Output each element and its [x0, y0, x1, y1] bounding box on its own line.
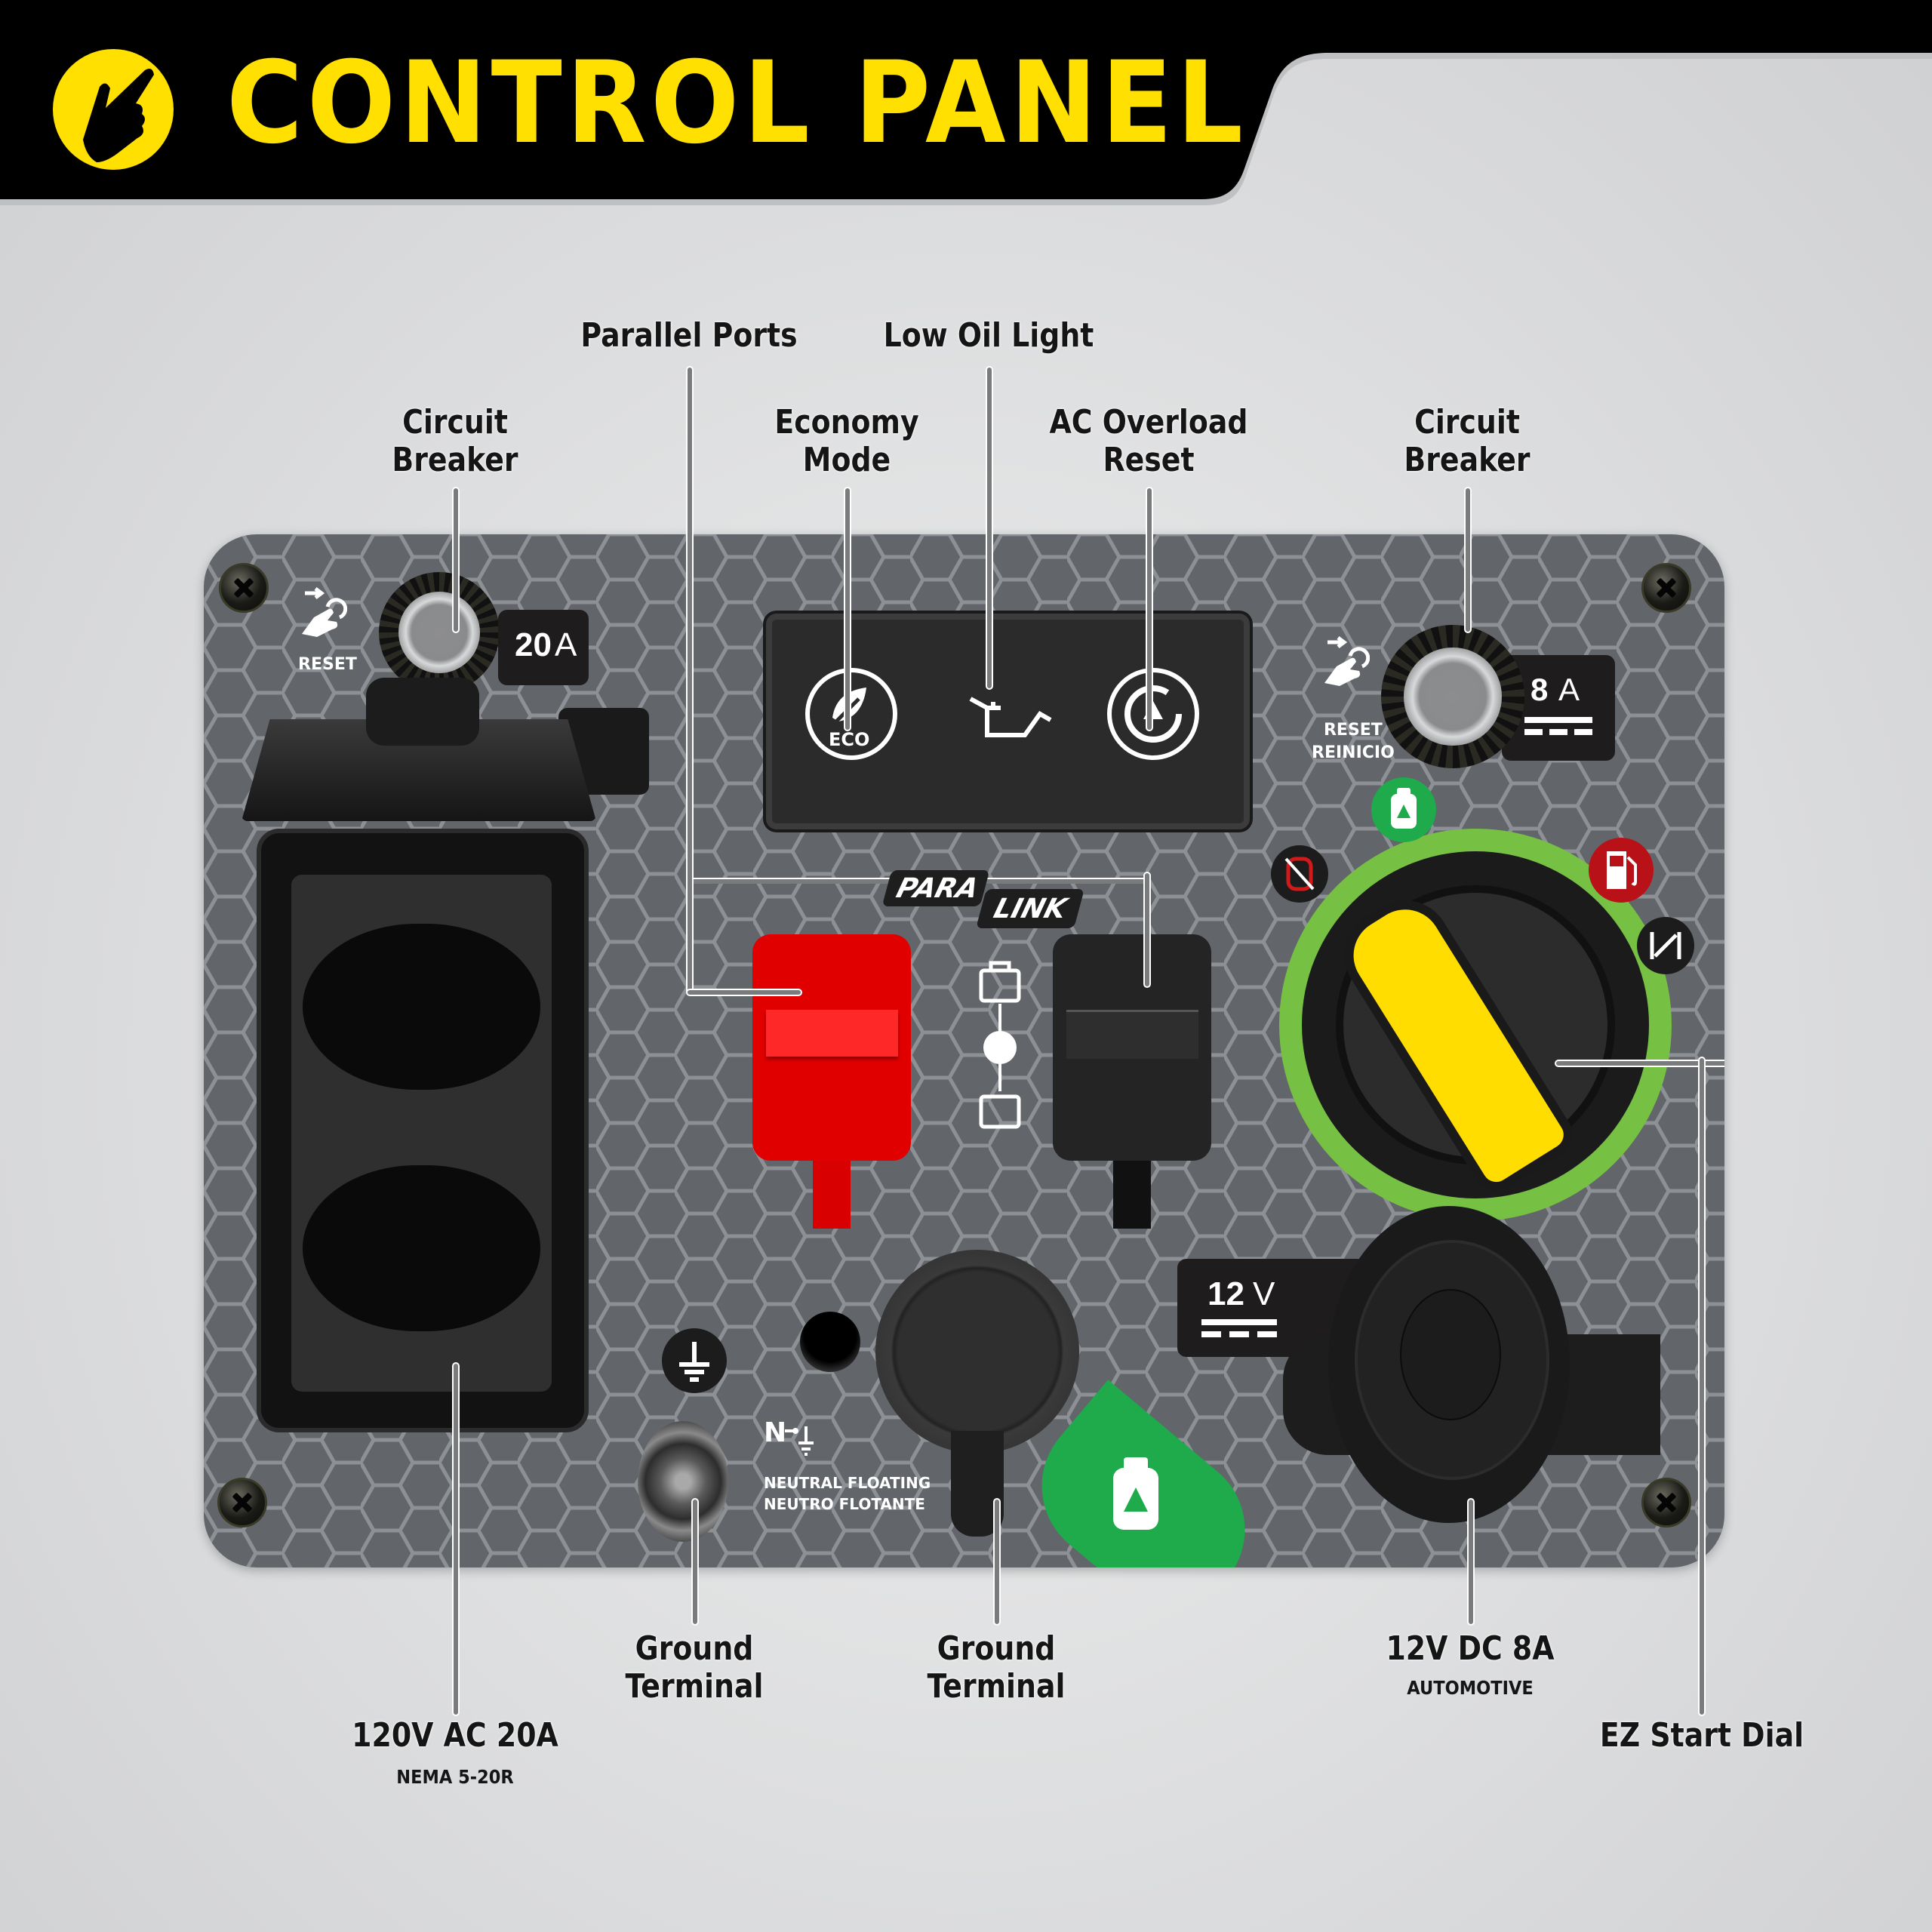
label-line: Terminal — [927, 1667, 1066, 1706]
rating-unit: A — [1558, 672, 1580, 707]
screw-icon — [1641, 563, 1691, 613]
label-line: Circuit — [1414, 403, 1520, 441]
propane-inlet-cap[interactable] — [875, 1250, 1079, 1537]
ez-dial-leader — [1555, 1060, 1724, 1067]
label-line: Terminal — [625, 1667, 764, 1706]
label-circuit-breaker-right: Circuit Breaker — [1404, 404, 1530, 479]
parallel-link-icon — [979, 961, 1021, 1129]
dc-symbol-dashes — [1524, 729, 1592, 735]
leader-line — [1464, 487, 1472, 633]
label-ground-terminal-2: Ground Terminal — [928, 1630, 1066, 1706]
propane-tank-icon — [1113, 1457, 1158, 1530]
reset-hand-icon — [302, 587, 347, 637]
ground-symbol-icon — [662, 1328, 727, 1393]
neutral-floating-es: NEUTRO FLOTANTE — [764, 1495, 925, 1513]
dc-symbol-icon — [1524, 717, 1592, 723]
dc-outlet-12v-8a[interactable] — [1283, 1206, 1660, 1523]
label-line: Mode — [802, 441, 891, 479]
choke-icon — [1637, 917, 1694, 974]
label-line: Circuit — [402, 403, 508, 441]
cover-hinge — [366, 678, 479, 746]
screw-icon — [217, 1478, 267, 1527]
leader-line — [686, 989, 802, 996]
neutral-floating-en: NEUTRAL FLOATING — [764, 1474, 931, 1492]
label-ez-start-dial: EZ Start Dial — [1599, 1716, 1804, 1755]
label-ac-overload-reset: AC Overload Reset — [1050, 404, 1248, 479]
leader-line — [1467, 1498, 1475, 1626]
dc-voltage-unit: V — [1253, 1275, 1275, 1312]
rating-box-8a: 8 A — [1502, 655, 1615, 761]
leader-line — [844, 487, 851, 731]
ground-terminal-stud[interactable] — [638, 1421, 728, 1542]
screw-icon — [219, 563, 269, 613]
label-nema: NEMA 5-20R — [396, 1766, 514, 1788]
leader-line — [986, 366, 993, 690]
paralink-badge-link: LINK — [976, 889, 1084, 928]
header-band — [0, 0, 1932, 205]
rating-number: 8 — [1531, 672, 1549, 707]
leader-line — [691, 1498, 699, 1626]
paralink-para: PARA — [893, 873, 982, 904]
gasoline-icon — [1589, 838, 1654, 903]
label-ground-terminal-1: Ground Terminal — [626, 1630, 764, 1706]
label-low-oil-light: Low Oil Light — [883, 316, 1094, 355]
circuit-breaker-20a[interactable] — [379, 572, 500, 693]
screw-icon — [1641, 1478, 1691, 1527]
eco-label: ECO — [829, 729, 870, 750]
leader-line — [452, 487, 460, 633]
rating-unit: A — [555, 626, 577, 663]
neutral-ground-icon — [785, 1426, 814, 1456]
leader-line — [1146, 487, 1153, 731]
paralink-badge: PARA — [881, 870, 990, 906]
ac-outlet-120v-20a[interactable] — [242, 678, 596, 1440]
label-line: Breaker — [392, 441, 518, 479]
neutral-floating-label: NEUTRAL FLOATING NEUTRO FLOTANTE — [764, 1472, 931, 1515]
engine-off-icon — [1271, 845, 1328, 903]
paralink-link: LINK — [990, 894, 1070, 924]
reinicio-label: REINICIO — [1312, 743, 1395, 762]
access-hole — [800, 1312, 860, 1372]
label-circuit-breaker-left: Circuit Breaker — [392, 404, 518, 479]
label-ac-outlet: 120V AC 20A — [352, 1716, 558, 1755]
label-line: Ground — [937, 1629, 1056, 1668]
indicator-panel: ECO — [766, 614, 1250, 829]
control-panel: RESET 20 A ECO — [204, 534, 1724, 1567]
leader-line — [993, 1498, 1001, 1626]
receptacle-top[interactable] — [303, 924, 540, 1090]
reset-label-bilingual: RESET REINICIO — [1312, 719, 1395, 764]
label-economy-mode: Economy Mode — [774, 404, 918, 479]
receptacle-bottom[interactable] — [303, 1165, 540, 1331]
rating-box-20a: 20 A — [498, 610, 589, 685]
label-line: Economy — [774, 403, 919, 441]
page-title: CONTROL PANEL — [226, 38, 1247, 169]
label-line: Ground — [635, 1629, 754, 1668]
neutral-symbol-icon: N — [764, 1417, 787, 1448]
parallel-port-black[interactable] — [1053, 934, 1211, 1229]
leader-line — [1143, 872, 1151, 988]
reset-hand-icon — [1324, 636, 1370, 686]
rating-number: 20 — [515, 626, 552, 663]
hand-pointer-icon — [53, 49, 174, 170]
label-line: Reset — [1103, 441, 1195, 479]
dc-symbol-icon — [1201, 1319, 1277, 1325]
reset-label: RESET — [1323, 721, 1383, 740]
dc-voltage-number: 12 — [1208, 1275, 1244, 1312]
dc-symbol-dashes — [1201, 1331, 1277, 1337]
leader-line — [686, 366, 694, 995]
leader-line — [452, 1362, 460, 1716]
oil-can-icon — [969, 697, 1052, 737]
parallel-port-red[interactable] — [752, 934, 911, 1229]
label-line: Breaker — [1404, 441, 1531, 479]
propane-icon — [1371, 777, 1436, 842]
label-dc-outlet: 12V DC 8A — [1386, 1629, 1555, 1668]
reset-label: RESET — [298, 655, 357, 674]
leader-line — [1698, 1057, 1706, 1716]
circuit-breaker-8a[interactable] — [1381, 625, 1524, 768]
ez-start-dial-ring — [1279, 829, 1672, 1221]
label-automotive: AUTOMOTIVE — [1407, 1677, 1534, 1699]
overload-reset-icon — [1107, 668, 1199, 760]
label-line: AC Overload — [1049, 403, 1248, 441]
label-parallel-ports: Parallel Ports — [580, 316, 798, 355]
